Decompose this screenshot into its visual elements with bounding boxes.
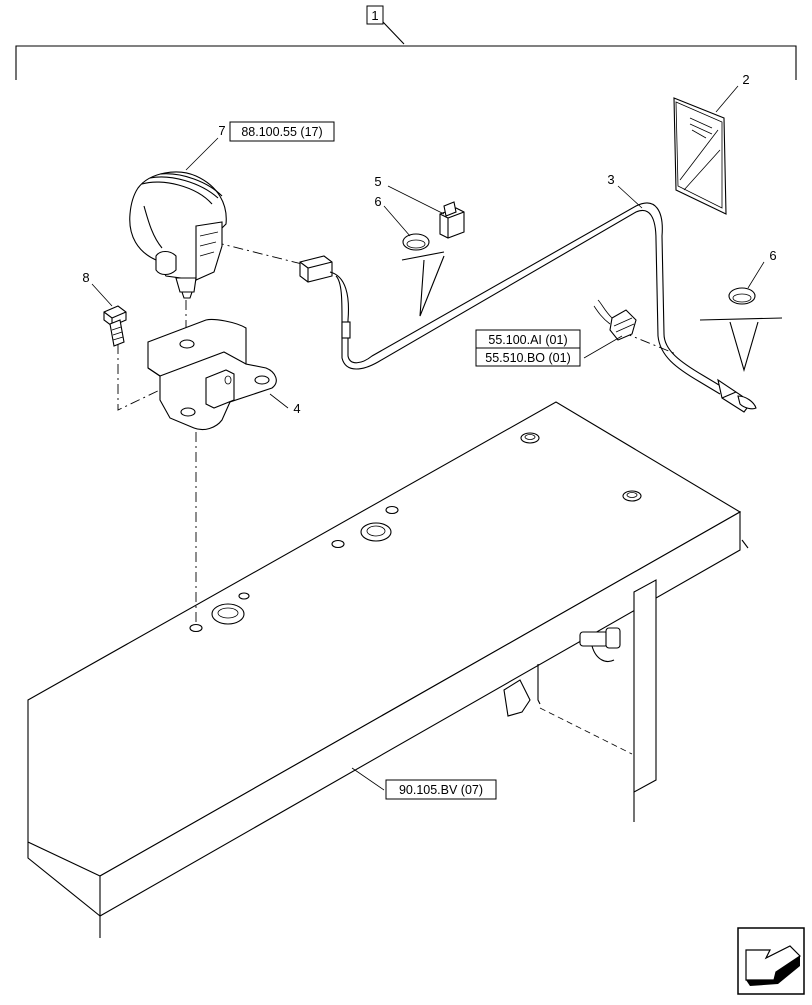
assembly-number: 1 <box>371 8 378 23</box>
svg-text:88.100.55 (17)[interactable]: 88.100.55 (17) <box>241 125 322 139</box>
cable-tie-right <box>699 287 783 372</box>
mounting-bracket <box>147 318 277 431</box>
frame-member <box>27 401 749 938</box>
cable-clip <box>439 201 465 239</box>
callout-6-left: 6 <box>374 194 381 209</box>
callout-6-right: 6 <box>769 248 776 263</box>
callout-8: 8 <box>82 270 89 285</box>
svg-text:55.510.BO (01)[interactable]: 55.510.BO (01) <box>485 351 570 365</box>
instruction-manual <box>673 97 727 215</box>
assembly-bracket-line <box>15 21 797 80</box>
next-page-arrow-icon[interactable] <box>737 927 805 995</box>
callout-2: 2 <box>742 72 749 87</box>
connector-pigtail <box>593 299 637 341</box>
reference-harness-2[interactable]: 55.510.BO (01) <box>475 347 581 367</box>
assembly-bracket: 1 <box>15 5 797 80</box>
assembly-lines <box>117 241 677 624</box>
cable-tie-left <box>401 233 445 317</box>
wiring-harness <box>299 202 757 413</box>
reference-lamp[interactable]: 88.100.55 (17) <box>229 121 335 142</box>
svg-text:55.100.AI (01)[interactable]: 55.100.AI (01) <box>488 333 567 347</box>
reference-frame[interactable]: 90.105.BV (07) <box>385 779 497 800</box>
assembly-number-box <box>366 5 384 25</box>
callout-4: 4 <box>293 401 300 416</box>
callout-3: 3 <box>607 172 614 187</box>
callout-7: 7 <box>218 123 225 138</box>
bolt <box>103 305 127 347</box>
reference-harness-1[interactable]: 55.100.AI (01) <box>475 329 581 349</box>
callout-5: 5 <box>374 174 381 189</box>
svg-text:90.105.BV (07)[interactable]: 90.105.BV (07) <box>399 783 483 797</box>
leader-lines <box>91 85 765 791</box>
work-lamp <box>129 171 227 299</box>
